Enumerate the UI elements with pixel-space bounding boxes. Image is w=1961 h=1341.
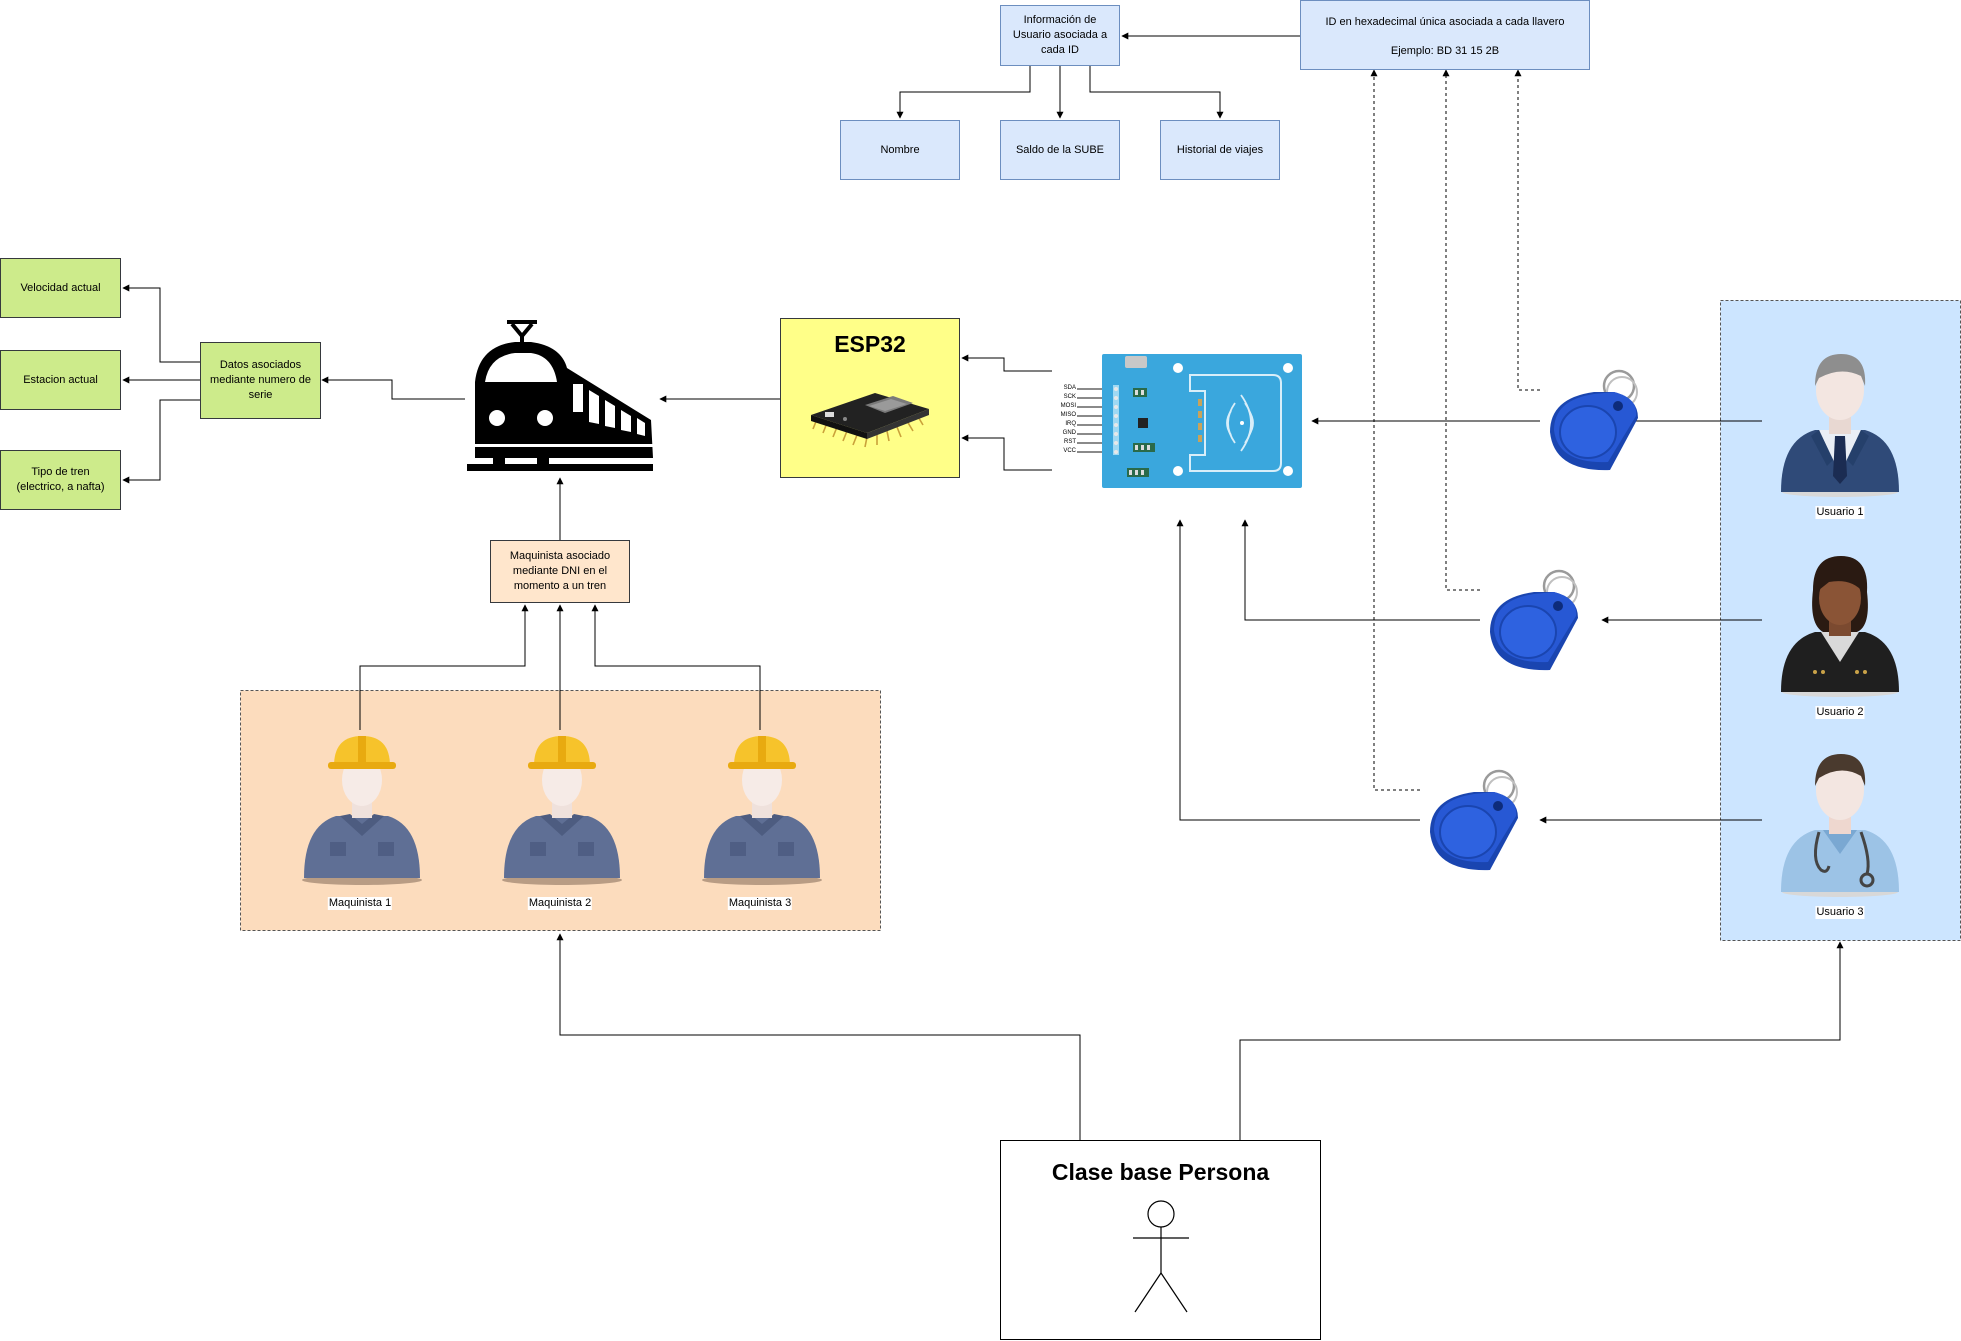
doctor-avatar-icon <box>1781 754 1899 897</box>
rfid-reader-icon <box>1077 354 1302 488</box>
train-data-box: Datos asociados mediante numero de serie <box>200 342 321 419</box>
edge-userinfo-historial <box>1089 66 1224 119</box>
rfid-keyfob-icon <box>1430 769 1518 871</box>
edge-persona-drivers <box>556 933 1081 1140</box>
edge-train-traindata <box>321 376 465 400</box>
edge-keyfob3-hexid <box>1370 69 1420 791</box>
base-class-title: Clase base Persona <box>1051 1159 1270 1185</box>
rfid-pin-vcc: VCC <box>1063 448 1076 454</box>
edge-persona-users <box>1239 941 1844 1140</box>
edge-userinfo-nombre <box>896 66 1031 119</box>
stick-figure-icon <box>1132 1200 1189 1313</box>
velocidad-actual-box: Velocidad actual <box>0 258 121 318</box>
rfid-pin-mosi: MOSI <box>1060 403 1076 409</box>
rfid-pin-irq: IRQ <box>1065 421 1076 427</box>
driver-2-label: Maquinista 2 <box>527 897 593 911</box>
hex-id-line1: ID en hexadecimal única asociada a cada … <box>1325 16 1565 28</box>
worker-avatar-icon <box>302 736 422 885</box>
rfid-pin-sda: SDA <box>1063 385 1076 391</box>
rfid-pin-gnd: GND <box>1062 430 1076 436</box>
hex-id-box: ID en hexadecimal única asociada a cada … <box>1300 0 1590 70</box>
esp32-board-icon <box>811 393 929 448</box>
nombre-box: Nombre <box>840 120 960 180</box>
worker-avatar-icon <box>502 736 622 885</box>
saldo-sube-box: Saldo de la SUBE <box>1000 120 1120 180</box>
tipo-tren-box: Tipo de tren (electrico, a nafta) <box>0 450 121 510</box>
base-class-persona-box: Clase base Persona <box>1000 1140 1321 1340</box>
edge-traindata-tipo <box>122 399 200 484</box>
historial-viajes-box: Historial de viajes <box>1160 120 1280 180</box>
driver-1-label: Maquinista 1 <box>327 897 393 911</box>
businesswoman-avatar-icon <box>1781 556 1899 697</box>
businessman-avatar-icon <box>1781 354 1899 497</box>
rfid-keyfob-icon <box>1490 569 1578 671</box>
hex-id-example: Ejemplo: BD 31 15 2B <box>1390 44 1500 57</box>
edge-driver1-assoc <box>359 604 529 730</box>
rfid-pin-rst: RST <box>1064 439 1076 445</box>
esp32-title: ESP32 <box>834 331 906 357</box>
estacion-actual-box: Estacion actual <box>0 350 121 410</box>
edge-rfid-esp32-top <box>961 354 1052 372</box>
user-3-label: Usuario 3 <box>1815 906 1865 920</box>
rfid-keyfob-icon <box>1550 369 1638 471</box>
driver-3-label: Maquinista 3 <box>727 897 793 911</box>
edge-keyfob2-hexid <box>1442 69 1480 591</box>
rfid-pin-sck: SCK <box>1063 394 1076 400</box>
edge-rfid-esp32-bottom <box>961 434 1052 471</box>
edge-keyfob3-rfid <box>1176 519 1420 821</box>
edge-keyfob1-hexid <box>1514 69 1540 391</box>
user-2-label: Usuario 2 <box>1815 706 1865 720</box>
edge-keyfob2-rfid <box>1241 519 1480 621</box>
edge-driver3-assoc <box>591 604 761 730</box>
driver-association-box: Maquinista asociado mediante DNI en el m… <box>490 540 630 603</box>
user-info-box: Información de Usuario asociada a cada I… <box>1000 5 1120 66</box>
user-1-label: Usuario 1 <box>1815 506 1865 520</box>
edge-traindata-velocidad <box>122 284 200 363</box>
worker-avatar-icon <box>702 736 822 885</box>
rfid-pin-miso: MISO <box>1060 412 1076 418</box>
train-icon <box>467 320 653 471</box>
